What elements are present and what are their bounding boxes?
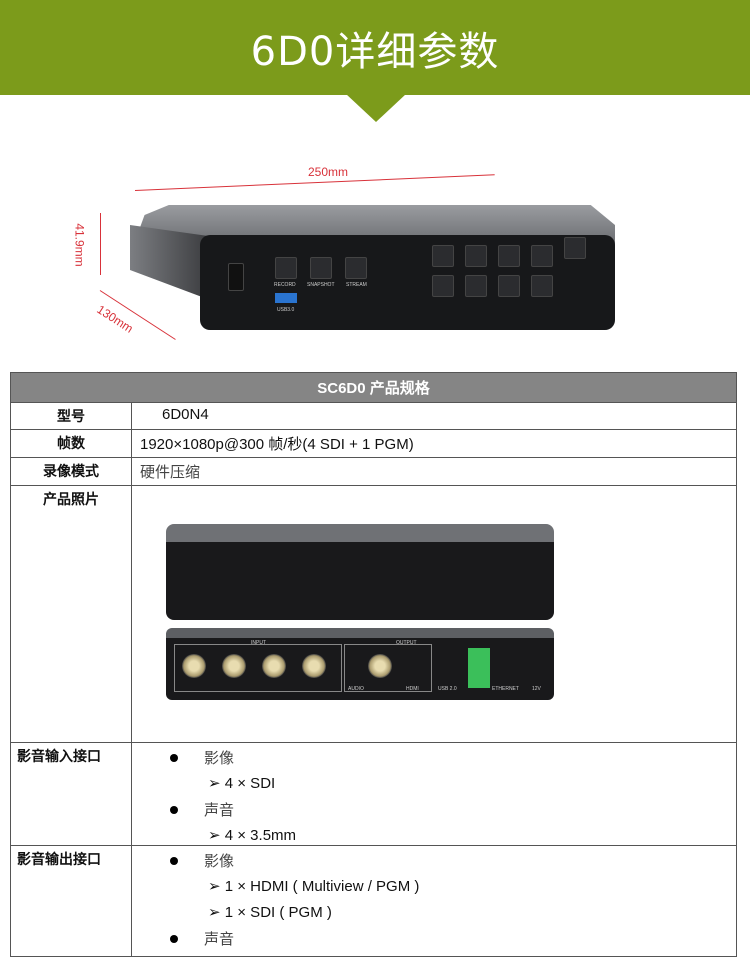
bullet-video: 影像 (204, 749, 235, 767)
sub-item: 4 × 3.5mm (224, 827, 297, 844)
height-line (100, 213, 101, 275)
bullet-audio: 声音 (204, 801, 235, 819)
row-key: 型号 (10, 402, 132, 430)
sub-item: 1 × HDMI ( Multiview / PGM ) (224, 878, 420, 895)
height-label: 41.9mm (72, 223, 87, 267)
table-row: 录像模式硬件压缩 (10, 457, 737, 486)
row-value: 1920×1080p@300 帧/秒(4 SDI + 1 PGM) (131, 429, 737, 458)
product-photo: INPUT OUTPUT AUDIO HDMI USB 2.0 ETHERNET… (132, 486, 736, 742)
row-value: 6D0N4 (131, 402, 737, 430)
row-key: 影音输出接口 (10, 845, 132, 957)
record-label: RECORD (274, 282, 296, 288)
table-row: 影音输入接口 影像 ➢ 4 × SDI 声音 ➢ 4 × 3.5mm (10, 742, 737, 846)
input-label: INPUT (251, 640, 266, 646)
ethernet-label: ETHERNET (492, 686, 519, 692)
output-label: OUTPUT (396, 640, 417, 646)
row-value: 硬件压缩 (131, 457, 737, 486)
row-key: 影音输入接口 (10, 742, 132, 846)
table-title: SC6D0 产品规格 (10, 372, 737, 403)
banner-arrow (346, 94, 406, 122)
power-label: 12V (532, 686, 541, 692)
hdmi-label: HDMI (406, 686, 419, 692)
audio-label: AUDIO (348, 686, 364, 692)
table-row: 产品照片 INPUT OUTPUT AUDIO HDMI USB 2.0 ETH… (10, 485, 737, 743)
sub-item: 4 × SDI (224, 775, 276, 792)
stream-label: STREAM (346, 282, 367, 288)
snapshot-label: SNAPSHOT (307, 282, 335, 288)
title-banner: 6D0详细参数 (0, 0, 750, 95)
row-key: 录像模式 (10, 457, 132, 486)
row-key: 帧数 (10, 429, 132, 458)
sub-item: 1 × SDI ( PGM ) (224, 904, 332, 921)
table-row: 影音输出接口 影像 ➢ 1 × HDMI ( Multiview / PGM )… (10, 845, 737, 957)
length-label: 250mm (308, 165, 349, 179)
bullet-video: 影像 (204, 852, 235, 870)
bullet-audio: 声音 (204, 930, 235, 948)
page-title: 6D0详细参数 (250, 28, 500, 75)
row-key: 产品照片 (10, 485, 132, 743)
usb2-label: USB 2.0 (438, 686, 457, 692)
usb3-label: USB3.0 (277, 307, 295, 313)
